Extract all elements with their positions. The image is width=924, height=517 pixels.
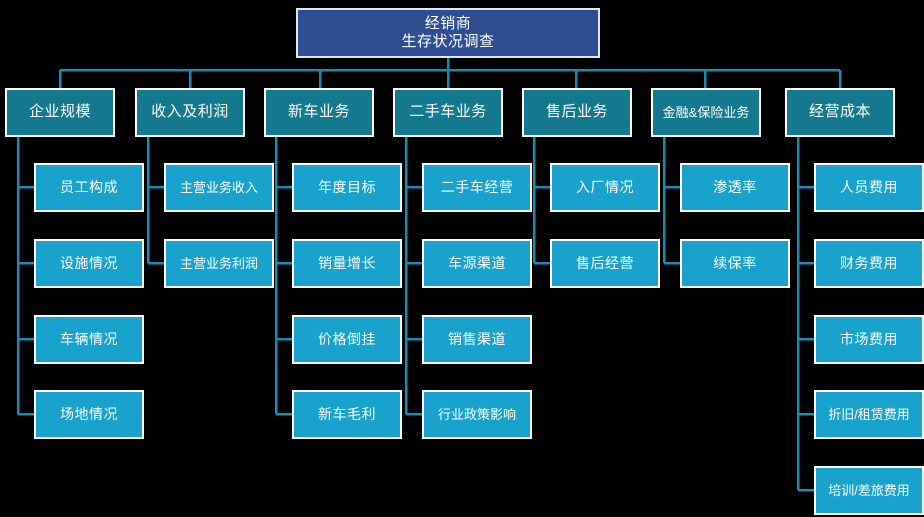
leaf-node-aftersales-operation[interactable]: 售后经营 (550, 239, 660, 288)
branch-node-used-car-business[interactable]: 二手车业务 (393, 88, 503, 137)
leaf-node-penetration-rate[interactable]: 渗透率 (680, 163, 790, 212)
root-title-line2: 生存状况调查 (401, 33, 495, 50)
leaf-node-annual-target[interactable]: 年度目标 (292, 163, 402, 212)
root-title-line1: 经销商 (424, 14, 472, 32)
leaf-node-price-inversion[interactable]: 价格倒挂 (292, 315, 402, 364)
leaf-node-used-car-operation[interactable]: 二手车经营 (422, 163, 532, 212)
leaf-node-depreciation-lease-expense[interactable]: 折旧/租赁费用 (814, 390, 924, 439)
branch-node-new-car-business[interactable]: 新车业务 (264, 88, 374, 137)
leaf-node-workshop-entry-status[interactable]: 入厂情况 (550, 163, 660, 212)
branch-node-aftersales-business[interactable]: 售后业务 (522, 88, 632, 137)
leaf-node-new-car-gross-margin[interactable]: 新车毛利 (292, 390, 402, 439)
leaf-node-personnel-expense[interactable]: 人员费用 (814, 163, 924, 212)
leaf-node-vehicle-status[interactable]: 车辆情况 (34, 315, 144, 364)
leaf-node-financial-expense[interactable]: 财务费用 (814, 239, 924, 288)
leaf-node-renewal-rate[interactable]: 续保率 (680, 239, 790, 288)
leaf-node-vehicle-source-channel[interactable]: 车源渠道 (422, 239, 532, 288)
leaf-node-facility-status[interactable]: 设施情况 (34, 239, 144, 288)
leaf-node-staff-composition[interactable]: 员工构成 (34, 163, 144, 212)
branch-node-operating-cost[interactable]: 经营成本 (785, 88, 895, 137)
branch-node-finance-insurance-business[interactable]: 金融&保险业务 (651, 88, 761, 137)
branch-node-enterprise-scale[interactable]: 企业规模 (5, 88, 115, 137)
root-node[interactable]: 经销商 生存状况调查 (296, 8, 600, 58)
branch-node-revenue-profit[interactable]: 收入及利润 (135, 88, 245, 137)
leaf-node-site-status[interactable]: 场地情况 (34, 390, 144, 439)
leaf-node-industry-policy-impact[interactable]: 行业政策影响 (422, 390, 532, 439)
leaf-node-marketing-expense[interactable]: 市场费用 (814, 315, 924, 364)
leaf-node-main-business-profit[interactable]: 主营业务利润 (164, 239, 274, 288)
leaf-node-training-travel-expense[interactable]: 培训/差旅费用 (814, 466, 924, 515)
leaf-node-main-business-revenue[interactable]: 主营业务收入 (164, 163, 274, 212)
leaf-node-sales-channel[interactable]: 销售渠道 (422, 315, 532, 364)
leaf-node-sales-growth[interactable]: 销量增长 (292, 239, 402, 288)
